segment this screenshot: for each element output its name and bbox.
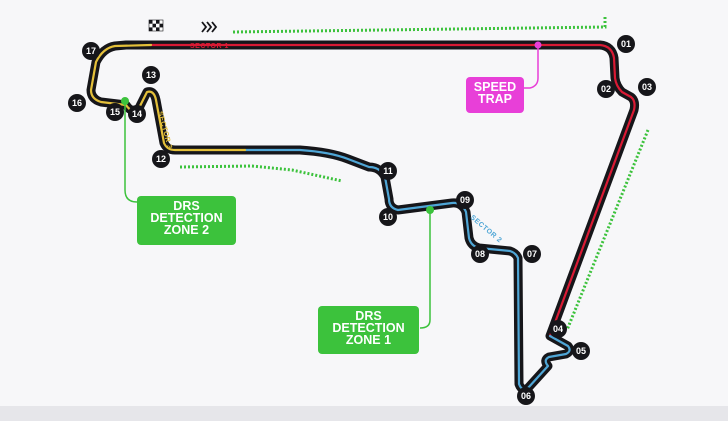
drs-detection-zone-2-label: DRS DETECTION ZONE 2 [137,196,236,245]
speed-trap-line1: SPEED [473,80,517,94]
svg-text:17: 17 [86,46,96,56]
turn-marker: 03 [638,78,656,96]
turn-marker: 02 [597,80,615,98]
svg-text:11: 11 [383,166,393,176]
drs-zone2-line2: DETECTION [150,211,223,225]
svg-text:13: 13 [146,70,156,80]
svg-text:14: 14 [132,109,142,119]
turn-marker: 14 [128,105,146,123]
turn-marker: 10 [379,208,397,226]
chequered-flag-icon [148,19,164,32]
drs-detection-zone-1-label: DRS DETECTION ZONE 1 [318,306,419,354]
drs-zone1-line1: DRS [355,309,382,323]
svg-text:09: 09 [460,195,470,205]
turn-marker: 06 [517,387,535,405]
direction-chevrons-icon [201,21,218,33]
drs-zone-back-straight [565,129,650,331]
drs-detection-2-connector [124,101,138,203]
drs-zones [179,16,650,331]
bottom-strip [0,406,728,421]
drs-detection-1-point [426,206,434,214]
speed-trap-line2: TRAP [477,92,513,106]
sector1-line [149,43,636,338]
svg-text:12: 12 [156,154,166,164]
svg-text:15: 15 [110,107,120,117]
drs-zone1-line2: DETECTION [332,321,405,335]
turn-marker: 12 [152,150,170,168]
turn-marker: 04 [549,320,567,338]
svg-text:08: 08 [475,249,485,259]
svg-text:03: 03 [642,82,652,92]
speed-trap-connector [522,41,542,89]
drs-detection-connectors [121,97,434,329]
sector2-line [243,148,571,391]
svg-text:16: 16 [72,98,82,108]
turn-marker: 01 [617,35,635,53]
svg-text:05: 05 [576,346,586,356]
sector1-label: SECTOR 1 [190,43,229,50]
turn-marker: 16 [68,94,86,112]
turn-marker: 11 [379,162,397,180]
turn-marker: 07 [523,245,541,263]
turn-marker: 17 [82,42,100,60]
svg-text:07: 07 [527,249,537,259]
turn-marker: 13 [142,66,160,84]
turn-marker: 05 [572,342,590,360]
turn-markers: 01 02 03 04 05 06 07 08 09 10 11 12 13 1… [68,35,656,405]
drs-detection-2-point [121,97,129,105]
turn-marker: 08 [471,245,489,263]
svg-text:01: 01 [621,39,631,49]
turn-marker: 09 [456,191,474,209]
turn-marker: 15 [106,103,124,121]
drs-detection-1-connector [419,210,431,329]
drs-zone-main-straight [232,16,607,34]
speed-trap-label: SPEED TRAP [466,77,524,113]
svg-text:02: 02 [601,84,611,94]
svg-text:04: 04 [553,324,563,334]
svg-text:06: 06 [521,391,531,401]
drs-zone1-line3: ZONE 1 [345,333,392,347]
drs-zone2-line1: DRS [173,199,200,213]
drs-zone2-line3: ZONE 2 [163,223,210,237]
drs-zone-sector3-straight [179,164,343,183]
svg-text:10: 10 [383,212,393,222]
